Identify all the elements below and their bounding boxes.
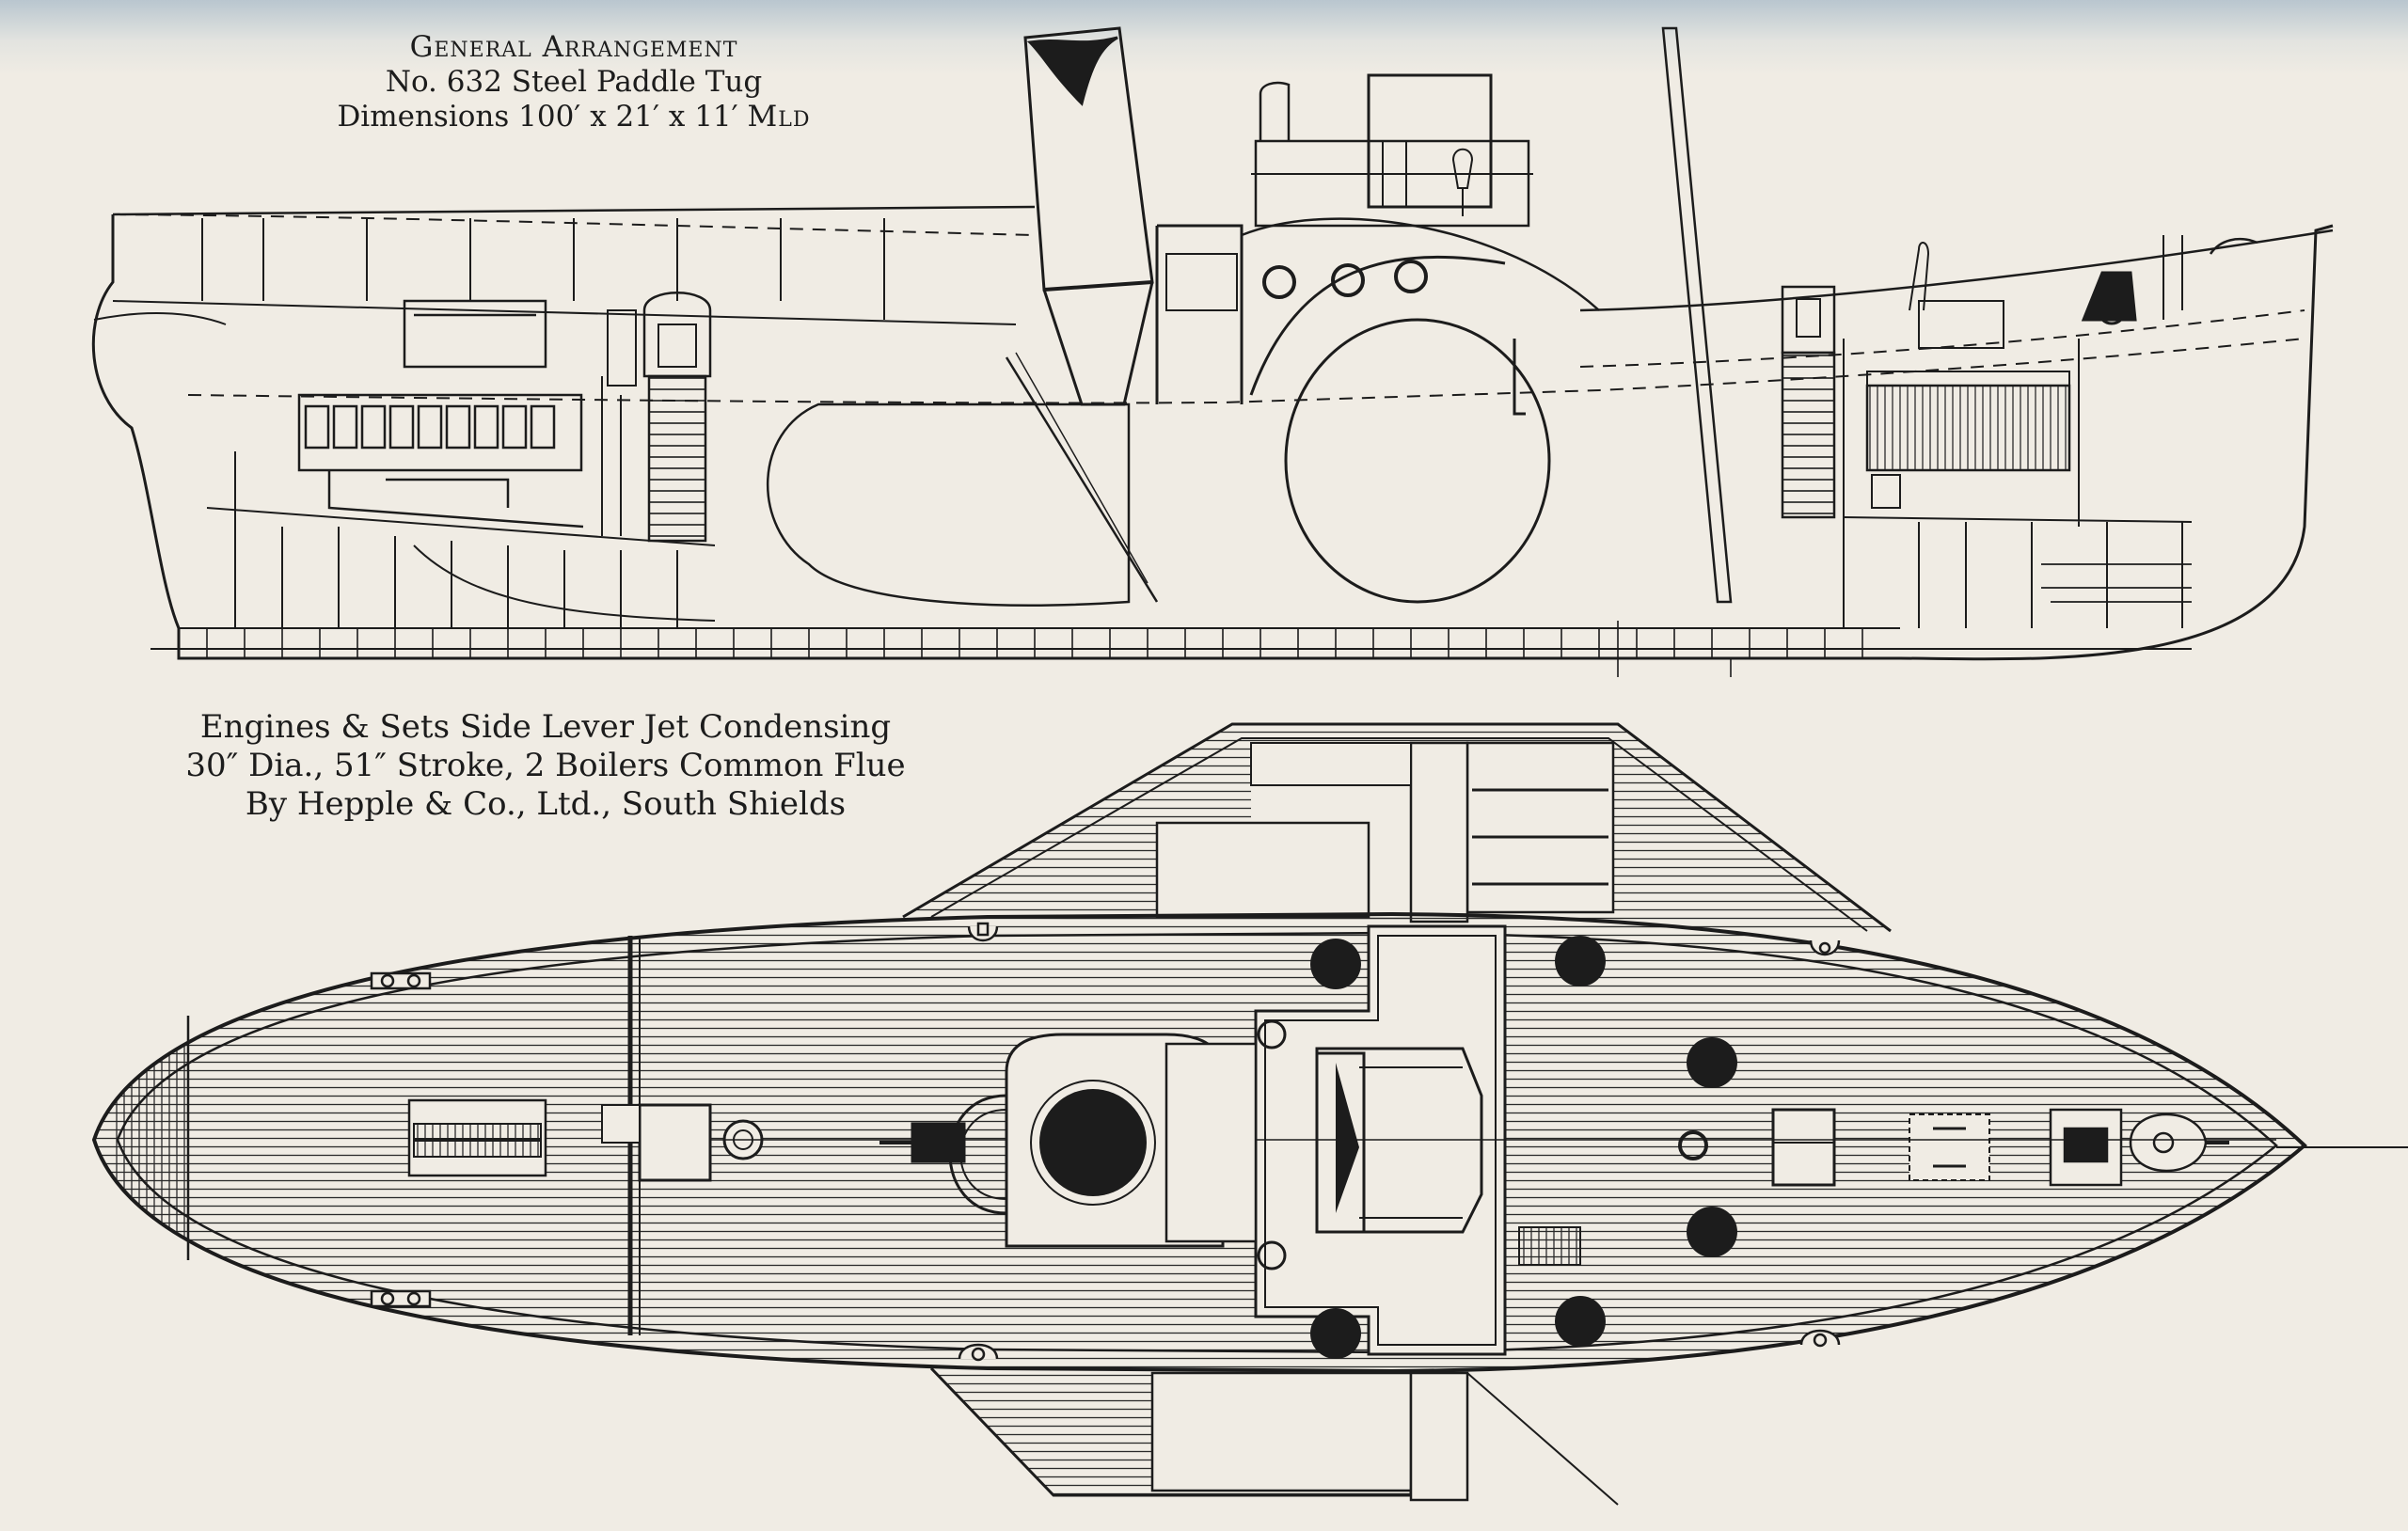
windlass [2081,235,2258,325]
caption-builder: By Hepple & Co., Ltd., South Shields [245,784,847,823]
caption-dimensions: Dimensions 100′ x 21′ x 11′ Mld [292,100,856,134]
forward-cabin [1843,242,2193,628]
boiler [767,402,1131,607]
keel-blocks [206,628,1863,658]
deck-hull-outline [91,911,2307,1374]
paddle-wheel [1284,318,1551,604]
fwd-ladder [1781,285,1836,519]
engine-caption: Engines & Sets Side Lever Jet Condensing… [169,708,922,823]
caption-title: General Arrangement [409,30,738,64]
scuttles [1310,936,1737,1359]
hull-outline [91,214,2334,661]
mast [1661,26,1733,604]
funnel-opening [1039,1089,1147,1196]
caption-dimensions-unit: Mld [747,100,811,134]
caption-specs: 30″ Dia., 51″ Stroke, 2 Boilers Common F… [185,746,906,784]
side-elevation [91,26,2334,677]
aft-ladder [601,292,712,543]
fwd-windlass [2049,1108,2229,1187]
funnel [1005,26,1159,603]
general-arrangement-caption: General Arrangement No. 632 Steel Paddle… [292,30,856,135]
aft-capstan [911,1122,966,1163]
aft-hatch [638,1103,712,1182]
caption-dimensions-text: Dimensions 100′ x 21′ x 11′ [337,100,748,134]
aft-skylight [407,1098,547,1177]
caption-engines: Engines & Sets Side Lever Jet Condensing [199,708,892,746]
scan-edge-band [0,0,2408,75]
caption-vessel: No. 632 Steel Paddle Tug [385,65,763,100]
bridge [1251,73,1533,228]
aft-cabin [297,299,584,529]
deck-plan [91,722,2408,1506]
paddle-box [1155,217,1600,604]
fwd-hatch [1771,1108,1836,1187]
